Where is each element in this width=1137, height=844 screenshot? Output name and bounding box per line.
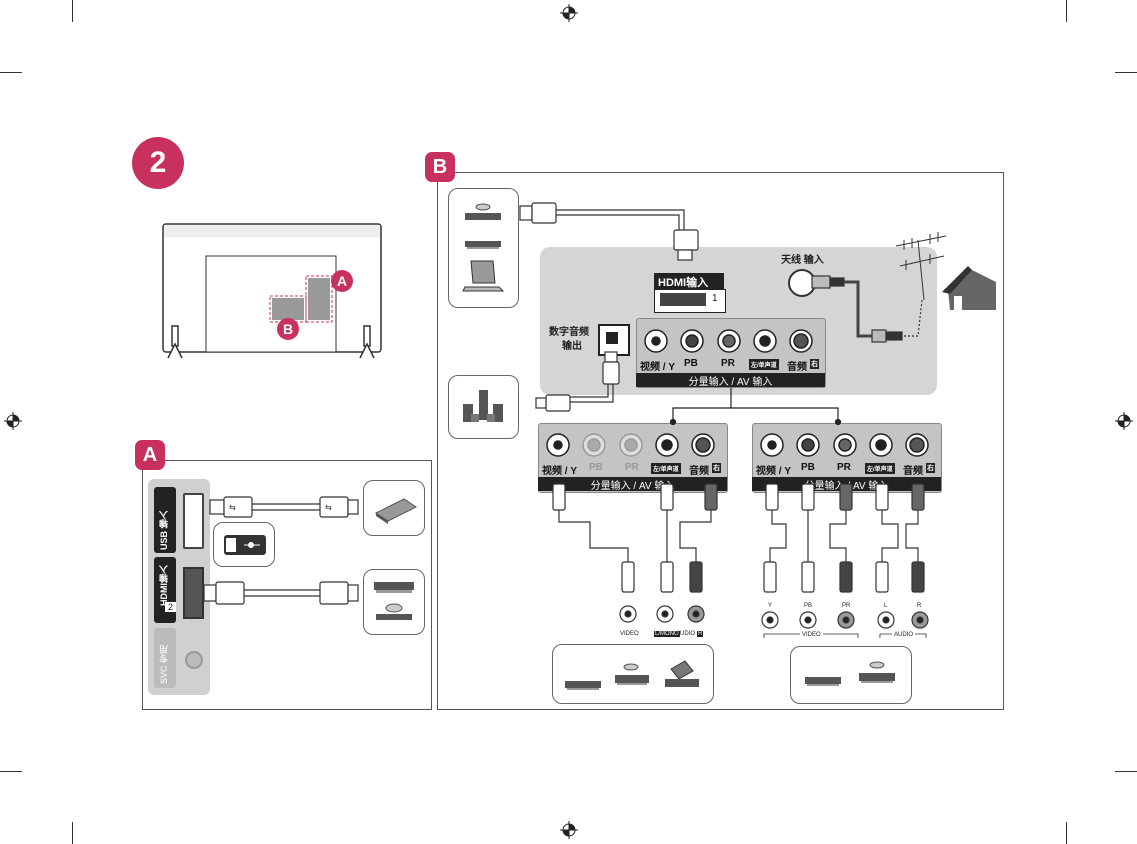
- optical-label-line1: 数字音频: [549, 327, 589, 338]
- right-jack-video: VIDEO: [800, 632, 823, 638]
- av-source-devices-box: [552, 644, 714, 704]
- svc-port: [185, 651, 203, 669]
- crop-mark: [1066, 0, 1067, 22]
- svc-label-box: [154, 628, 176, 688]
- usb-port[interactable]: [183, 493, 204, 549]
- av-devices-icons: [565, 660, 699, 690]
- hdmi-1-label: HDMI输入: [658, 277, 709, 289]
- left-jack-lmono: L/MONO: [654, 631, 680, 637]
- hdmi-1-socket: [660, 293, 706, 306]
- left-port-r: 右: [712, 463, 721, 473]
- tv-back-illustration: A B: [160, 222, 384, 362]
- svg-text:⇆: ⇆: [229, 503, 236, 512]
- right-jack-r: R: [917, 603, 922, 609]
- hdmi-source-devices-box: [448, 188, 519, 308]
- main-port-lmono: 左/单声道: [749, 359, 779, 370]
- hdmi-1-label-bar: [654, 273, 724, 289]
- hdmi-2-port[interactable]: [183, 567, 204, 619]
- main-av-bar: 分量输入 / AV 输入: [636, 373, 825, 388]
- usb-label-box: [154, 487, 176, 553]
- right-jack-pb: PB: [804, 603, 813, 609]
- right-jack-pr: PR: [842, 603, 851, 609]
- panel-b-badge: B: [425, 152, 455, 182]
- tv-marker-a: A: [331, 270, 353, 292]
- hdmi-device-box: [363, 569, 425, 635]
- crop-mark: [0, 771, 22, 772]
- crop-mark: [1115, 72, 1137, 73]
- main-port-video-y: 视频 / Y: [640, 362, 676, 373]
- left-av-bar: 分量输入 / AV 输入: [538, 477, 727, 492]
- main-port-r: 右: [810, 359, 819, 369]
- right-port-pb: PB: [801, 462, 815, 473]
- antenna-icon: [895, 232, 947, 301]
- house-icon: [942, 266, 996, 310]
- left-port-audio: 音频: [689, 466, 709, 477]
- usb-stick-icon: [224, 535, 266, 555]
- crop-mark: [1066, 822, 1067, 844]
- panel-a-title-line: [165, 460, 430, 461]
- tv-marker-b: B: [277, 318, 299, 340]
- right-jack-audio: AUDIO: [892, 632, 916, 638]
- left-port-pb: PB: [589, 462, 603, 473]
- step-badge: 2: [132, 137, 184, 189]
- external-hdd-icon: [375, 498, 417, 524]
- left-port-lmono: 左/单声道: [651, 463, 681, 474]
- speaker-box: [448, 375, 519, 439]
- antenna-label: 天线 输入: [781, 255, 824, 266]
- main-port-audio: 音频: [787, 362, 807, 373]
- crop-mark: [72, 822, 73, 844]
- right-port-r: 右: [926, 463, 935, 473]
- left-port-video-y: 视频 / Y: [542, 466, 578, 477]
- component-source-devices-box: [790, 646, 912, 704]
- right-port-lmono: 左/单声道: [865, 463, 895, 474]
- optical-socket: [606, 332, 618, 344]
- right-port-pr: PR: [837, 462, 851, 473]
- component-devices-icons: [805, 661, 895, 686]
- right-jack-l: L: [884, 603, 888, 609]
- crop-mark: [72, 0, 73, 22]
- speaker-system-icon: [463, 390, 503, 422]
- dvd-player-icon: [374, 582, 414, 620]
- right-port-audio: 音频: [903, 466, 923, 477]
- left-jack-audio: AUDIO: [676, 631, 696, 637]
- hdmi-1-number: 1: [712, 293, 718, 304]
- main-port-pb: PB: [684, 358, 698, 369]
- right-port-video-y: 视频 / Y: [756, 466, 792, 477]
- panel-a-badge: A: [135, 440, 165, 470]
- usb-stick-box: [213, 522, 275, 567]
- left-port-pr: PR: [625, 462, 639, 473]
- crop-mark: [0, 72, 22, 73]
- crop-mark: [1115, 771, 1137, 772]
- right-jack-y: Y: [768, 603, 773, 609]
- left-jack-r: R: [697, 631, 704, 637]
- optical-label-line2: 输出: [562, 341, 582, 352]
- svg-text:⇆: ⇆: [325, 503, 332, 512]
- hdmi-2-number: 2: [165, 602, 177, 612]
- dvd-laptop-icons: [462, 203, 505, 292]
- left-jack-video: VIDEO: [620, 631, 639, 637]
- usb-hdd-device-box: [363, 480, 425, 536]
- main-port-pr: PR: [721, 358, 735, 369]
